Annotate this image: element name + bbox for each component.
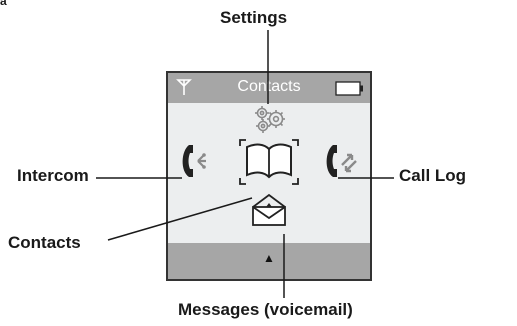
contacts-book-icon[interactable] <box>246 143 292 179</box>
messages-callout-label: Messages (voicemail) <box>178 300 353 319</box>
menu-area <box>168 103 370 243</box>
settings-callout-label: Settings <box>220 8 288 27</box>
contacts-callout-label: Contacts <box>8 233 81 252</box>
call-log-phone-icon[interactable] <box>326 145 357 177</box>
cropped-text-fragment: a <box>0 0 7 8</box>
intercom-phone-icon[interactable] <box>182 145 206 177</box>
up-arrow-icon[interactable]: ▲ <box>263 251 275 265</box>
messages-envelope-icon[interactable] <box>252 193 286 226</box>
call-log-callout-label: Call Log <box>399 166 467 185</box>
title-bar: Contacts <box>168 73 370 103</box>
screen-title: Contacts <box>237 78 301 95</box>
phone-screen: Contacts <box>166 71 372 281</box>
antenna-icon <box>176 79 192 95</box>
contacts-leader-line <box>107 197 253 241</box>
selection-bracket <box>239 139 299 185</box>
battery-icon <box>335 81 363 96</box>
settings-gears-icon[interactable] <box>255 106 285 133</box>
soft-key-bar: ▲ <box>168 243 370 279</box>
intercom-callout-label: Intercom <box>17 166 89 185</box>
